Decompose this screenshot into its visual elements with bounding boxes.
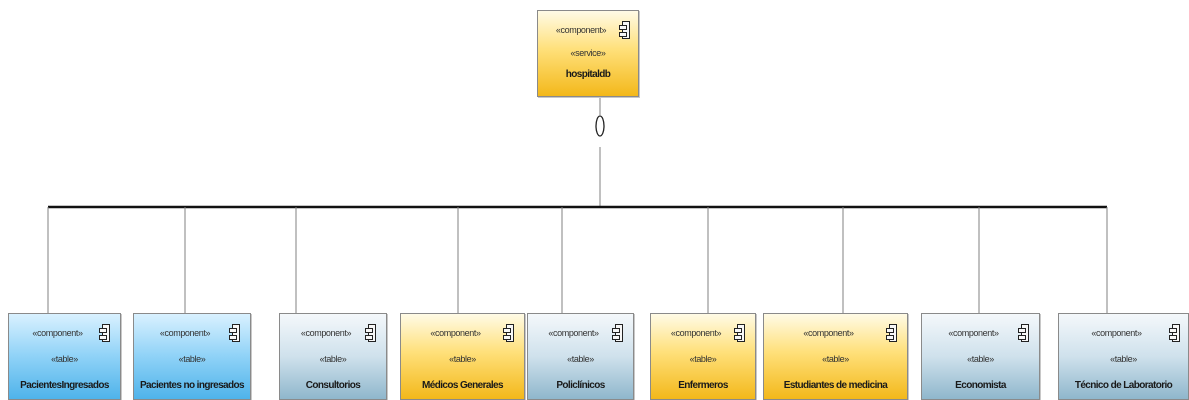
- component-icon: [365, 324, 376, 342]
- component-stereotype: «component»: [555, 25, 607, 35]
- component-icon: [886, 324, 897, 342]
- component-icon: [1169, 324, 1180, 342]
- component-icon: [99, 324, 110, 342]
- component-estudiantes-de-medicina[interactable]: «component» «table» Estudiantes de medic…: [763, 313, 908, 400]
- component-stereotype: «component»: [300, 328, 352, 338]
- component-name: Estudiantes de medicina: [783, 380, 888, 391]
- component-stereotype: «component»: [948, 328, 999, 338]
- component-tecnico-de-laboratorio[interactable]: «component» «table» Técnico de Laborator…: [1058, 313, 1189, 400]
- component-name: Médicos Generales: [422, 380, 504, 391]
- component-name: PacientesIngresados: [20, 380, 109, 391]
- component-icon: [619, 21, 630, 39]
- component-stereotype: «component»: [32, 328, 83, 338]
- component-economista[interactable]: «component» «table» Economista: [921, 313, 1040, 400]
- component-hospitaldb[interactable]: «component» «service» hospitaldb: [537, 10, 639, 97]
- component-icon: [612, 324, 623, 342]
- component-stereotype: «component»: [803, 328, 854, 338]
- component-stereotype: «component»: [548, 328, 599, 338]
- component-icon: [229, 324, 240, 342]
- component-name: Economista: [955, 380, 1006, 391]
- table-stereotype: «table»: [319, 354, 347, 364]
- table-stereotype: «table»: [967, 354, 994, 364]
- service-stereotype: «service»: [570, 48, 606, 58]
- table-stereotype: «table»: [51, 354, 78, 364]
- component-medicos-generales[interactable]: «component» «table» Médicos Generales: [400, 313, 525, 400]
- aggregation-diamond: [595, 115, 605, 137]
- component-name: Técnico de Laboratorio: [1074, 380, 1173, 391]
- component-policlinicos[interactable]: «component» «table» Policlínicos: [527, 313, 634, 400]
- component-stereotype: «component»: [670, 328, 722, 338]
- component-name: Consultorios: [305, 380, 361, 391]
- component-pacientes-ingresados[interactable]: «component» «table» PacientesIngresados: [8, 313, 121, 400]
- component-consultorios[interactable]: «component» «table» Consultorios: [279, 313, 387, 400]
- component-icon: [1018, 324, 1029, 342]
- component-icon: [734, 324, 745, 342]
- component-pacientes-no-ingresados[interactable]: «component» «table» Pacientes no ingresa…: [133, 313, 251, 400]
- table-stereotype: «table»: [178, 354, 206, 364]
- table-stereotype: «table»: [1110, 354, 1137, 364]
- component-icon: [503, 324, 514, 342]
- component-stereotype: «component»: [430, 328, 481, 338]
- component-name: Enfermeros: [678, 380, 728, 391]
- component-stereotype: «component»: [1091, 328, 1142, 338]
- table-stereotype: «table»: [689, 354, 717, 364]
- component-enfermeros[interactable]: «component» «table» Enfermeros: [650, 313, 756, 400]
- table-stereotype: «table»: [567, 354, 594, 364]
- table-stereotype: «table»: [822, 354, 849, 364]
- component-name: Policlínicos: [556, 380, 605, 391]
- component-name: hospitaldb: [565, 69, 611, 80]
- component-name: Pacientes no ingresados: [139, 380, 245, 391]
- table-stereotype: «table»: [449, 354, 476, 364]
- component-stereotype: «component»: [159, 328, 211, 338]
